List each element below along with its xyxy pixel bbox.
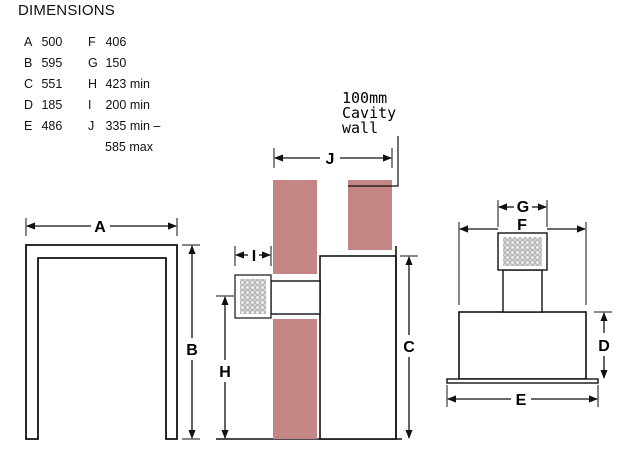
base-plate <box>446 378 599 384</box>
cavity-note-line-2: Cavity <box>342 104 396 122</box>
front-view: A B <box>25 218 200 440</box>
cavity-note-line-3: wall <box>342 119 378 137</box>
dimension-key: E <box>24 119 33 133</box>
inner-wall-lower <box>273 319 317 439</box>
cavity-leader <box>348 136 399 187</box>
dimension-row: D 185 <box>24 95 62 116</box>
dimension-value: 595 <box>41 56 63 70</box>
dimension-value: 500 <box>41 35 63 49</box>
appliance-body <box>458 311 587 380</box>
dimension-value: 150 <box>105 56 127 70</box>
terminal-grille-mesh <box>240 279 266 314</box>
label-j: J <box>326 151 335 168</box>
dimension-value: 551 <box>41 77 63 91</box>
label-c: C <box>403 339 415 356</box>
dimension-row: H 423 min <box>88 74 160 95</box>
label-g: G <box>517 199 529 216</box>
dimension-list-right: F 406 G 150 H 423 min I 200 min J 335 mi… <box>88 32 160 158</box>
dimension-key: G <box>88 56 98 70</box>
dimension-value: 335 min – <box>105 119 161 133</box>
dimension-row: J 335 min – <box>88 116 160 137</box>
dimension-row: I 200 min <box>88 95 160 116</box>
label-b: B <box>186 342 198 359</box>
dimension-key: F <box>88 35 96 49</box>
dimension-key: H <box>88 77 98 91</box>
dimension-row: C 551 <box>24 74 62 95</box>
dimension-value: 406 <box>105 35 127 49</box>
label-e: E <box>516 392 527 409</box>
front-frame-outline <box>25 244 178 440</box>
dimension-value: 200 min <box>105 98 150 112</box>
dimension-row: F 406 <box>88 32 160 53</box>
dimension-key: A <box>24 35 33 49</box>
side-view: I H J 100mm Cavity wall C <box>216 89 418 440</box>
dimension-value: 185 <box>41 98 63 112</box>
dimension-row: G 150 <box>88 53 160 74</box>
label-f: F <box>517 217 527 234</box>
flue-duct <box>270 280 321 315</box>
dimension-row: E 486 <box>24 116 62 137</box>
rear-view: G F D E <box>446 199 612 409</box>
dimension-key: C <box>24 77 34 91</box>
label-d: D <box>598 338 610 355</box>
top-grille-mesh <box>503 237 542 266</box>
label-i: I <box>252 248 256 265</box>
dimension-key: D <box>24 98 34 112</box>
outer-wall <box>348 180 392 250</box>
dimension-key: B <box>24 56 33 70</box>
dimension-row: B 595 <box>24 53 62 74</box>
inner-wall-upper <box>273 180 317 274</box>
label-h: H <box>219 364 231 381</box>
dimension-value: 423 min <box>105 77 150 91</box>
dimension-list-left: A 500 B 595 C 551 D 185 E 486 <box>24 32 62 137</box>
dimension-key: I <box>88 98 92 112</box>
dimension-row-continued: 585 max <box>88 137 160 158</box>
dimension-value: 585 max <box>105 140 153 154</box>
dimension-row: A 500 <box>24 32 62 53</box>
flue-neck <box>502 269 543 313</box>
label-a: A <box>94 219 106 236</box>
cavity-note-line-1: 100mm <box>342 89 387 107</box>
page-title: DIMENSIONS <box>18 2 116 19</box>
dimension-key: J <box>88 119 95 133</box>
firebox <box>319 255 397 440</box>
dimension-value: 486 <box>41 119 63 133</box>
